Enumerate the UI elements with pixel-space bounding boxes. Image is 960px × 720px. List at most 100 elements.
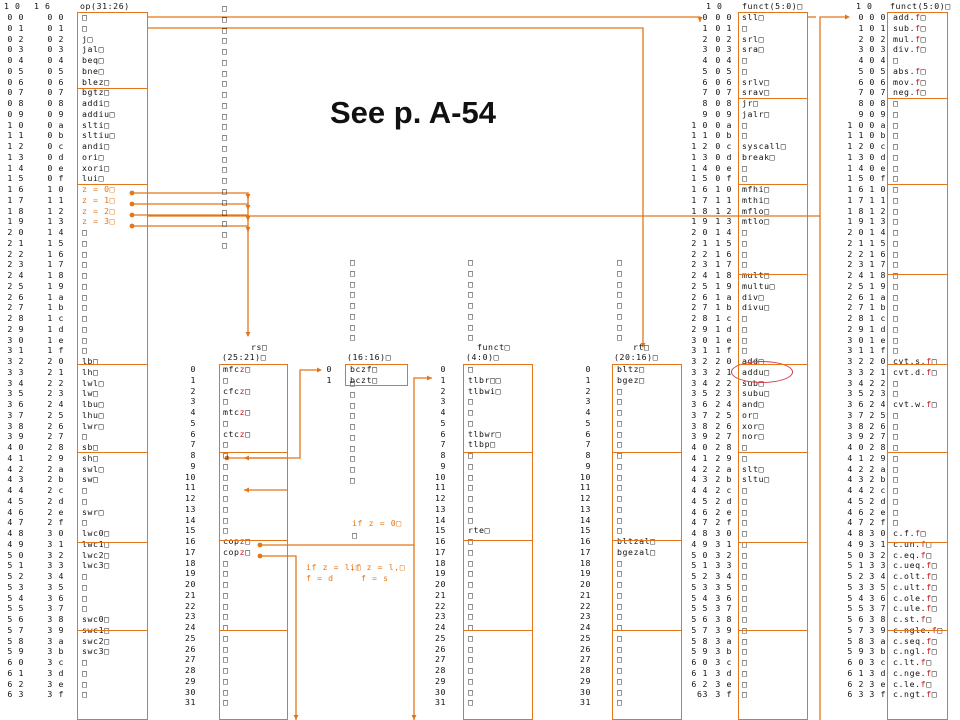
ffunct-decimal: 3 9 [847,431,864,442]
rt2016-number: 6 [585,428,591,439]
cell-text-part: □ [893,485,899,495]
empty-square: □ [617,332,623,343]
funct-decimal: 7 [702,87,708,98]
funct-decimal: 4 1 [691,452,708,463]
funct40-number: 2 [440,385,446,396]
ffunct-divider [887,274,948,275]
rt2016-number: 11 [579,482,591,493]
funct40-number: 25 [434,632,446,643]
funct-decimal: 3 8 [691,420,708,431]
empty-square: □ [350,388,356,399]
opcode-decimal: 3 8 [7,420,24,431]
ffunct-hex: 3 b [869,646,886,657]
opcode-name: lw□ [82,388,99,399]
arrowhead-icon [697,17,703,22]
opcode-hex: 3 1 [47,538,64,549]
wire-op1-to-rt [148,27,644,345]
cell-text-part: c.ult. [893,581,927,592]
ffunct-name: cvt.s.f□ [893,356,937,367]
ffunct-name: □ [893,388,899,399]
ffunct-hex: 0 2 [869,33,886,44]
opcode-decimal: 4 6 [7,506,24,517]
cell-text-part: mtc [223,407,240,417]
empty-square: □ [350,267,356,278]
rs-number: 7 [190,439,196,450]
ffunct-hex: 0 5 [869,65,886,76]
funct-name: □ [742,313,748,323]
rt2016-number: 13 [579,503,591,514]
ffunct-hex: 1 7 [869,259,886,270]
opcode-decimal: 0 2 [7,33,24,44]
funct-name: sll□ [742,12,765,22]
cell-text-part: □ [223,622,229,632]
opcode-header: op(31:26) [80,1,130,11]
empty-square: □ [222,89,228,99]
opcode-decimal: 5 3 [7,581,24,592]
rs-name: □ [223,472,229,483]
funct-name: multu□ [742,280,776,291]
funct40-name: tlbwi□ [468,385,502,396]
cell-text-part: f [926,603,932,614]
empty-square: □ [468,321,474,332]
funct-decimal: 3 [702,44,708,55]
ffunct-hex: 3 7 [869,603,886,614]
arrowhead-icon [411,715,417,720]
opcode-decimal: 3 1 [7,345,24,356]
opcode-decimal: 4 9 [7,538,24,549]
cell-text-part: f [915,33,921,44]
rs-name: □ [223,633,229,644]
opcode-hex: 3 6 [47,592,64,603]
ffunct-divider [887,542,948,543]
opcode-hex: 0 1 [47,22,64,33]
opcode-name: □ [82,581,88,592]
ffunct-hex: 0 c [869,141,886,151]
ffunct-name: □ [893,302,899,313]
ffunct-name: □ [893,120,899,131]
funct-hex: 0 0 [715,12,732,22]
rt2016-number: 17 [579,546,591,557]
empty-square: □ [222,164,228,175]
rt2016-box [612,364,682,720]
funct-name: □ [742,603,748,614]
funct-decimal: 4 9 [691,538,708,549]
rt2016-number: 29 [579,675,591,686]
ffunct-hex: 1 b [869,302,886,313]
funct-name: nor□ [742,431,765,442]
opcode-hex: 3 e [47,678,64,689]
funct-divider [738,98,808,99]
ffunct-hex: 1 d [869,323,886,334]
ffunct-hex: 1 f [869,345,886,356]
rt2016-name: □ [617,450,623,460]
funct-name: div□ [742,291,765,302]
cell-text-part: □ [893,184,899,194]
cell-text-part: □ [931,399,938,409]
funct-name: □ [742,452,748,463]
rt2016-number: 8 [585,450,591,460]
ffunct-decimal: 3 0 [847,334,864,345]
funct-decimal: 4 7 [691,517,708,528]
rs-number: 22 [184,600,196,611]
funct-name: mflo□ [742,205,770,216]
rt2016-name: □ [617,632,623,643]
rt2016-number: 26 [579,643,591,654]
funct-name: srav□ [742,87,770,98]
rt16-name: bczf□ [350,364,378,374]
funct40-number: 28 [434,665,446,675]
funct-col0-header: 1 0 [706,1,723,11]
cell-text-part: f [915,528,921,538]
rs-number: 28 [184,665,196,675]
funct-hex: 1 b [715,302,732,313]
cell-text-part: f [920,549,927,560]
cell-text-part: □ [931,689,938,700]
cell-text-part: □ [893,442,899,452]
funct-hex: 1 f [715,345,732,356]
opcode-name: lwc2□ [82,549,110,560]
ffunct-hex: 0 9 [869,108,886,119]
opcode-decimal: 5 5 [7,603,24,614]
rt2016-name: □ [617,471,623,482]
funct40-name: □ [468,589,474,600]
funct-hex: 3 d [715,667,732,678]
cell-text-part: f [926,356,932,366]
funct40-number: 17 [434,546,446,557]
empty-square: □ [468,257,474,267]
